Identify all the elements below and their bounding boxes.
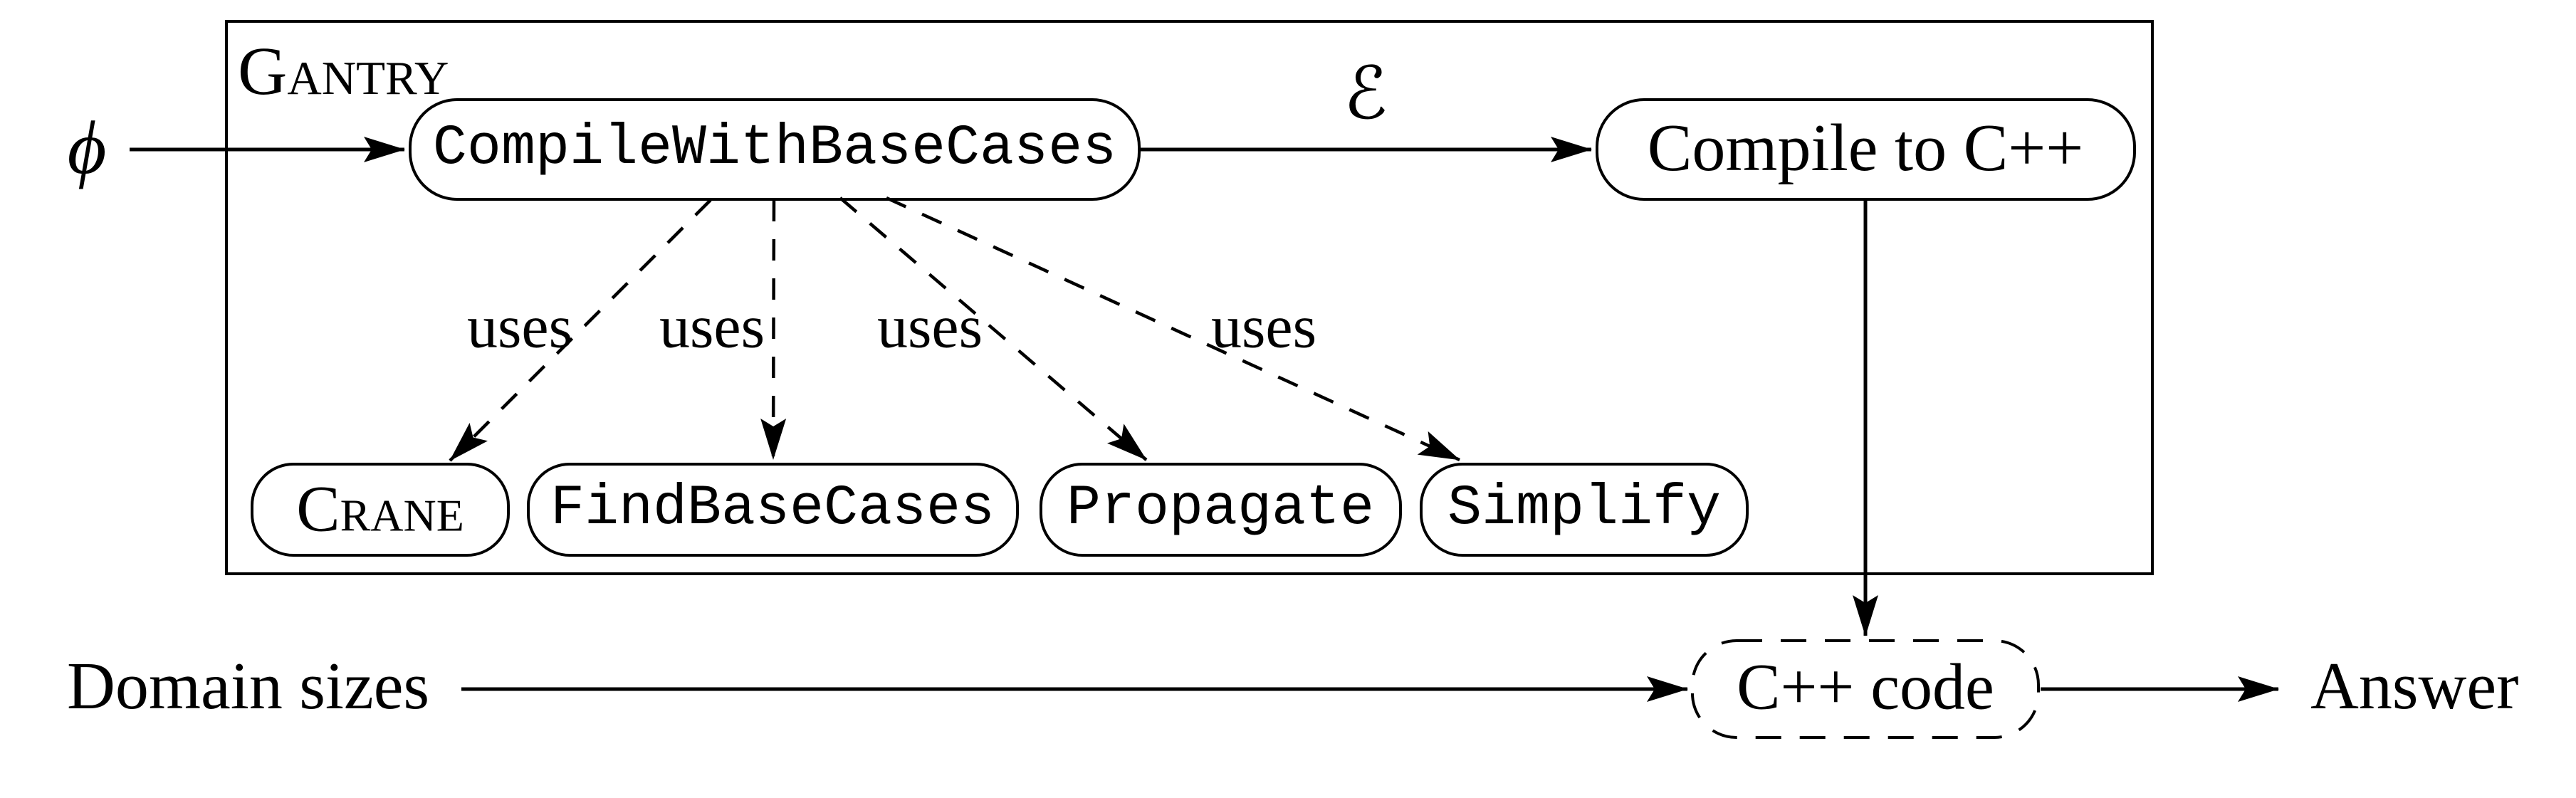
uses-label-1: uses xyxy=(466,292,573,361)
node-simplify-outline xyxy=(1420,463,1749,557)
node-crane-outline xyxy=(251,463,510,557)
gantry-box xyxy=(225,20,2154,575)
node-compile-with-base-cases-outline xyxy=(409,98,1141,201)
node-simplify-label: Simplify xyxy=(1447,476,1722,541)
uses-label-2: uses xyxy=(659,292,765,361)
node-find-base-cases-label: FindBaseCases xyxy=(550,476,995,541)
node-compile-to-cpp-outline xyxy=(1596,98,2136,201)
uses-label-3: uses xyxy=(876,292,983,361)
node-propagate-outline xyxy=(1040,463,1402,557)
answer-label: Answer xyxy=(2310,649,2519,724)
node-find-base-cases-outline xyxy=(527,463,1019,557)
node-propagate-label: Propagate xyxy=(1066,476,1375,541)
einsum-expression-label: ℰ xyxy=(1344,51,1388,136)
node-crane-label: Crane xyxy=(296,472,464,545)
node-compile-with-base-cases-label: CompileWithBaseCases xyxy=(432,115,1117,181)
edge-uses-propagate xyxy=(839,196,1148,461)
gantry-title: Gantry xyxy=(238,33,449,109)
edge-uses-find-base-cases xyxy=(760,199,787,460)
uses-label-4: uses xyxy=(1210,292,1317,361)
uses-arrows xyxy=(449,196,1460,462)
domain-sizes-label: Domain sizes xyxy=(67,649,430,724)
node-compile-to-cpp-label: Compile to C++ xyxy=(1647,111,2084,186)
phi-input-label: ϕ xyxy=(67,105,107,189)
solid-arrows xyxy=(130,137,2279,702)
edge-uses-simplify xyxy=(886,196,1460,462)
node-cpp-code-outline xyxy=(1691,639,2040,739)
node-cpp-code-label: C++ code xyxy=(1737,650,1994,723)
